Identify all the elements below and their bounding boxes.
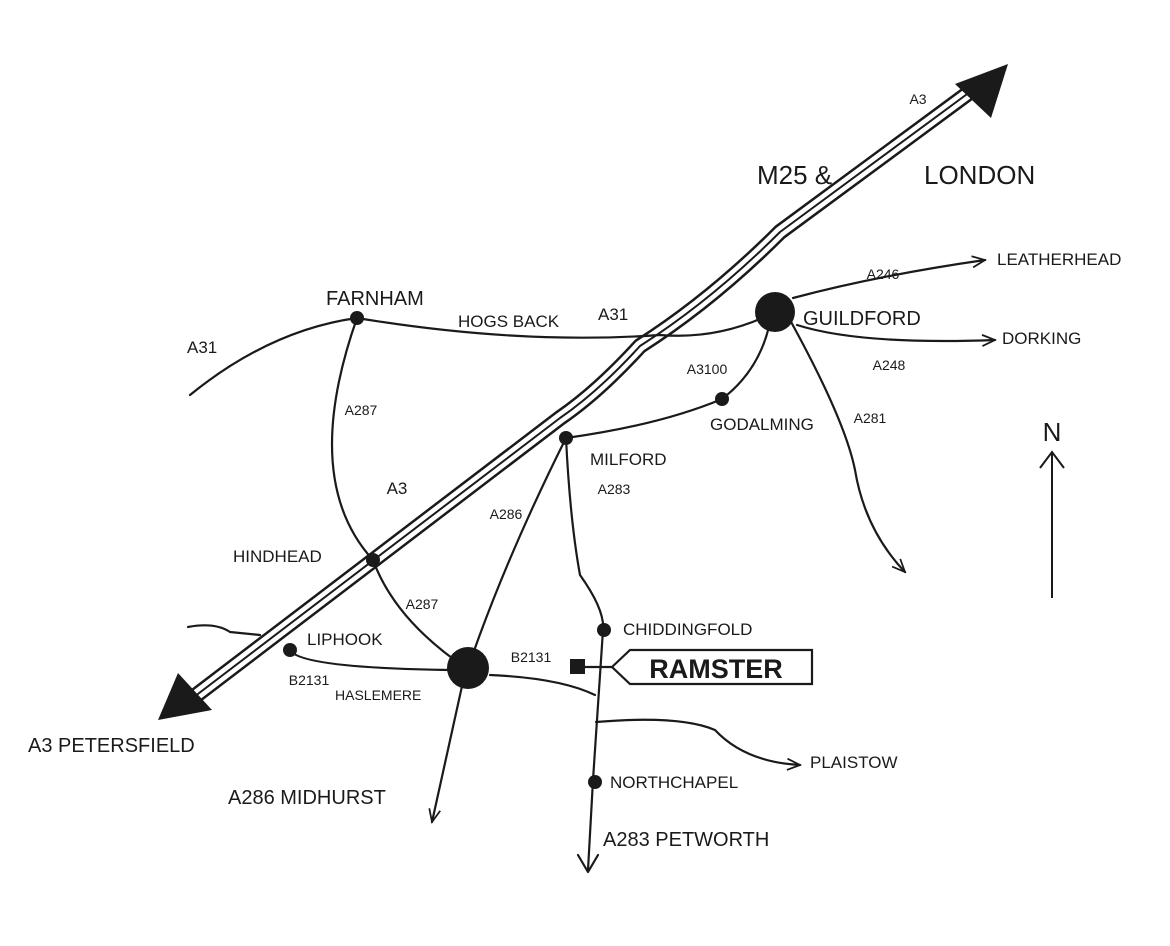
north-label: N: [1043, 417, 1062, 447]
liphook-label: LIPHOOK: [307, 630, 383, 649]
guildford-marker: [755, 292, 795, 332]
a283-arrow-tip: [576, 853, 600, 874]
a286-label: A286: [490, 506, 523, 522]
ramster-label: RAMSTER: [649, 654, 783, 684]
north-arrow-head: [1039, 450, 1065, 469]
a3-london-arrowhead: [955, 64, 1008, 118]
guildford-label: GUILDFORD: [803, 308, 921, 330]
farnham-marker: [350, 311, 364, 325]
a283-label: A283: [598, 481, 631, 497]
a31-label-east: A31: [598, 305, 628, 324]
ramster-marker: [570, 659, 585, 674]
a287-label-north: A287: [345, 402, 378, 418]
a3-label-mid: A3: [387, 479, 408, 498]
b2131-label-east: B2131: [511, 649, 552, 665]
plaistow-road: [594, 718, 800, 765]
chiddingfold-label: CHIDDINGFOLD: [623, 620, 752, 639]
b2131-east-road: [488, 673, 597, 697]
a248-label: A248: [873, 357, 906, 373]
godalming-marker: [715, 392, 729, 406]
petworth-label: A283 PETWORTH: [603, 829, 769, 851]
ramster-sign: [610, 648, 814, 686]
northchapel-label: NORTHCHAPEL: [610, 773, 738, 792]
hindhead-label: HINDHEAD: [233, 547, 322, 566]
leatherhead-label: LEATHERHEAD: [997, 250, 1121, 269]
liphook-west-road: [186, 624, 262, 637]
chiddingfold-marker: [597, 623, 611, 637]
a3-label-top: A3: [909, 91, 926, 107]
milford-label: MILFORD: [590, 450, 667, 469]
a286-road: [466, 436, 568, 670]
a246-label: A246: [867, 266, 900, 282]
northchapel-marker: [588, 775, 602, 789]
a3100-label: A3100: [687, 361, 728, 377]
a3-petersfield-arrowhead: [158, 673, 212, 720]
a281-label: A281: [854, 410, 887, 426]
a286-midhurst-road: [432, 666, 468, 822]
b2131-label-west: B2131: [289, 672, 330, 688]
a287-label-south: A287: [406, 596, 439, 612]
a287-road-north: [331, 316, 375, 562]
milford-marker: [559, 431, 573, 445]
petersfield-label: A3 PETERSFIELD: [28, 735, 195, 757]
haslemere-label: HASLEMERE: [335, 687, 421, 703]
a246-road: [791, 260, 985, 300]
godalming-label: GODALMING: [710, 415, 814, 434]
liphook-marker: [283, 643, 297, 657]
a248-road: [795, 323, 995, 341]
haslemere-marker: [447, 647, 489, 689]
a31-road: [188, 310, 777, 397]
b2131-liphook-road: [288, 648, 454, 672]
dorking-label: DORKING: [1002, 329, 1081, 348]
hindhead-marker: [366, 553, 380, 567]
london-label: LONDON: [924, 160, 1035, 190]
hogs-back-label: HOGS BACK: [458, 312, 560, 331]
godalming-milford-road: [564, 397, 724, 440]
midhurst-label: A286 MIDHURST: [228, 787, 386, 809]
a31-label-west: A31: [187, 338, 217, 357]
a287-road-south: [371, 558, 468, 670]
m25-label: M25 &: [757, 160, 832, 190]
farnham-label: FARNHAM: [326, 288, 424, 310]
plaistow-label: PLAISTOW: [810, 753, 898, 772]
a3100-road: [720, 320, 772, 401]
a283-road: [564, 436, 605, 872]
a3-road: [185, 79, 983, 707]
a281-road: [788, 318, 905, 572]
